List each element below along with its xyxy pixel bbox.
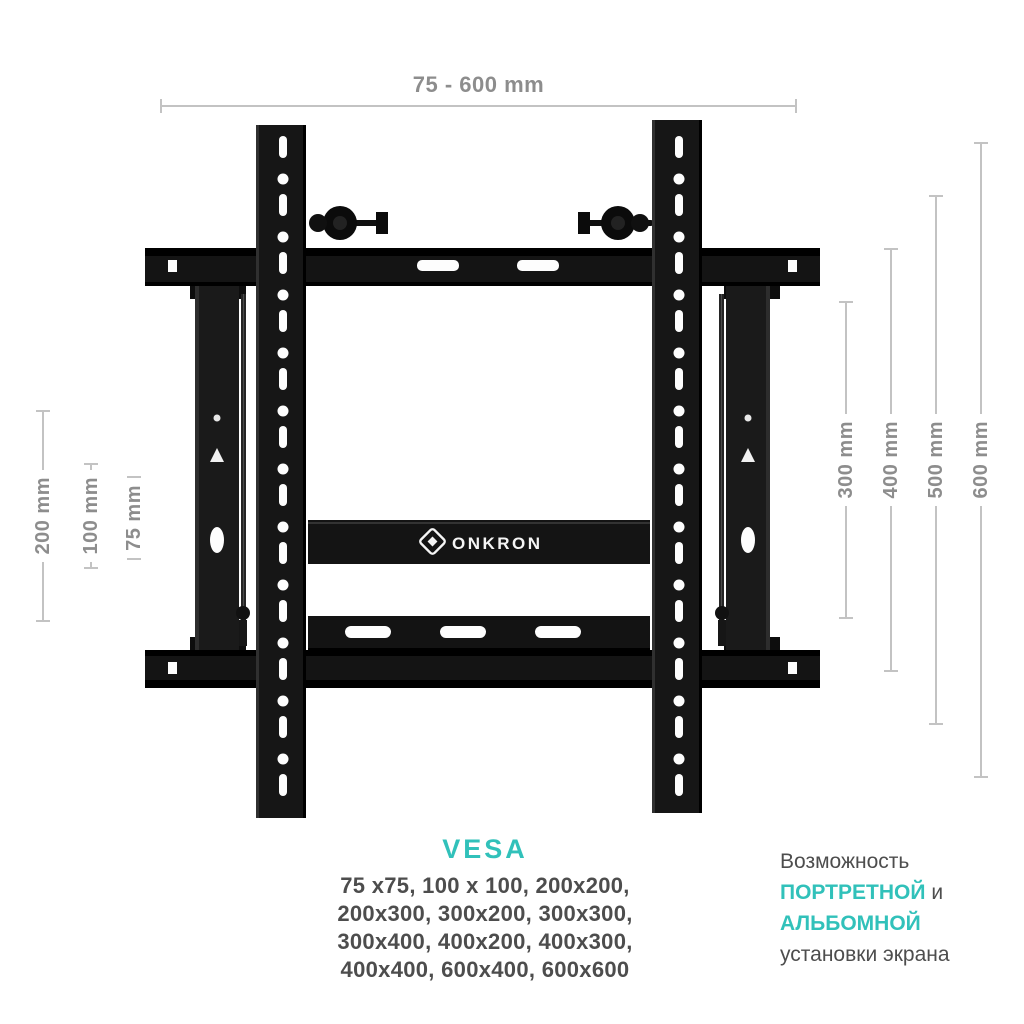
- dimension-tick: [127, 557, 141, 560]
- dimension-tick: [36, 410, 50, 412]
- dimension-label: 100 mm: [79, 477, 102, 555]
- vesa-heading: VESA: [442, 834, 528, 864]
- dimension-tick: [929, 723, 943, 725]
- dimension-tick: [160, 99, 162, 113]
- dimension-tick: [839, 617, 853, 619]
- dimension-line: [935, 197, 937, 415]
- onkron-logo: ONKRON: [419, 528, 543, 555]
- dimension-tick: [929, 195, 943, 197]
- orientation-line-4: установки экрана: [780, 943, 950, 966]
- vesa-rail-right: [652, 120, 702, 813]
- vesa-section: VESA 75 x75, 100 x 100, 200x200, 200x300…: [275, 834, 695, 984]
- top-crossbar: [145, 248, 820, 286]
- dimension-tick: [84, 567, 98, 569]
- dimension-tick: [974, 776, 988, 778]
- portrait-word: ПОРТРЕТНОЙ: [780, 881, 926, 904]
- dimension-top-width: 75 - 600 mm: [160, 72, 797, 113]
- dimension-line: [890, 505, 892, 670]
- dimension-right-300mm: 300 mm: [833, 301, 859, 619]
- dimension-tick: [36, 620, 50, 622]
- dimension-tick: [974, 142, 988, 144]
- logo-crossbar: ONKRON: [308, 520, 650, 564]
- wall-mount-illustration: ONKRON: [145, 120, 820, 818]
- dimension-line: [980, 144, 982, 415]
- dimension-line: [980, 505, 982, 776]
- vesa-sizes-line: 300x400, 400x200, 400x300,: [337, 929, 633, 954]
- bottom-crossbar: [145, 650, 820, 688]
- dimension-left-200mm: 200 mm: [30, 410, 56, 622]
- dimension-tick: [884, 670, 898, 672]
- slotted-crossbar: [308, 616, 650, 652]
- side-bracket-left: [190, 278, 250, 658]
- dimension-label: 200 mm: [31, 477, 54, 555]
- orientation-line-1: Возможность: [780, 850, 910, 873]
- vesa-sizes-line: 75 x75, 100 x 100, 200x200,: [340, 873, 630, 898]
- side-bracket-right: [715, 278, 780, 658]
- dimension-line: [42, 412, 44, 471]
- dimension-tick: [795, 99, 797, 113]
- dimension-label: 400 mm: [879, 421, 902, 499]
- vesa-sizes-line: 400x400, 600x400, 600x600: [340, 957, 630, 982]
- dimension-line: [845, 505, 847, 617]
- and-word: и: [931, 881, 944, 904]
- dimension-line: [845, 303, 847, 415]
- dimension-line: [890, 250, 892, 415]
- dimension-tick: [839, 301, 853, 303]
- dimension-right-500mm: 500 mm: [923, 195, 949, 725]
- dimension-tick: [127, 476, 141, 478]
- dimension-left-100mm: 100 mm: [78, 463, 104, 569]
- landscape-word: АЛЬБОМНОЙ: [780, 912, 921, 935]
- vesa-sizes-line: 200x300, 300x200, 300x300,: [337, 901, 633, 926]
- brand-text: ONKRON: [452, 534, 543, 553]
- dimension-line: [42, 561, 44, 620]
- vesa-rail-left: [256, 125, 306, 818]
- dimension-top-line: [160, 99, 797, 113]
- dimension-right-400mm: 400 mm: [878, 248, 904, 672]
- dimension-label: 600 mm: [969, 421, 992, 499]
- dimension-top-label: 75 - 600 mm: [412, 72, 545, 97]
- tilt-knob-right: [578, 206, 654, 240]
- tilt-knob-left: [309, 206, 388, 240]
- dimension-label: 500 mm: [924, 421, 947, 499]
- dimension-line: [935, 505, 937, 723]
- dimension-line: [90, 561, 92, 567]
- dimension-tick: [84, 463, 98, 465]
- dimension-label: 300 mm: [834, 421, 857, 499]
- dimension-line: [90, 465, 92, 471]
- dimension-left-75mm: 75 mm: [121, 476, 147, 560]
- dimension-right-600mm: 600 mm: [968, 142, 994, 778]
- dimension-tick: [884, 248, 898, 250]
